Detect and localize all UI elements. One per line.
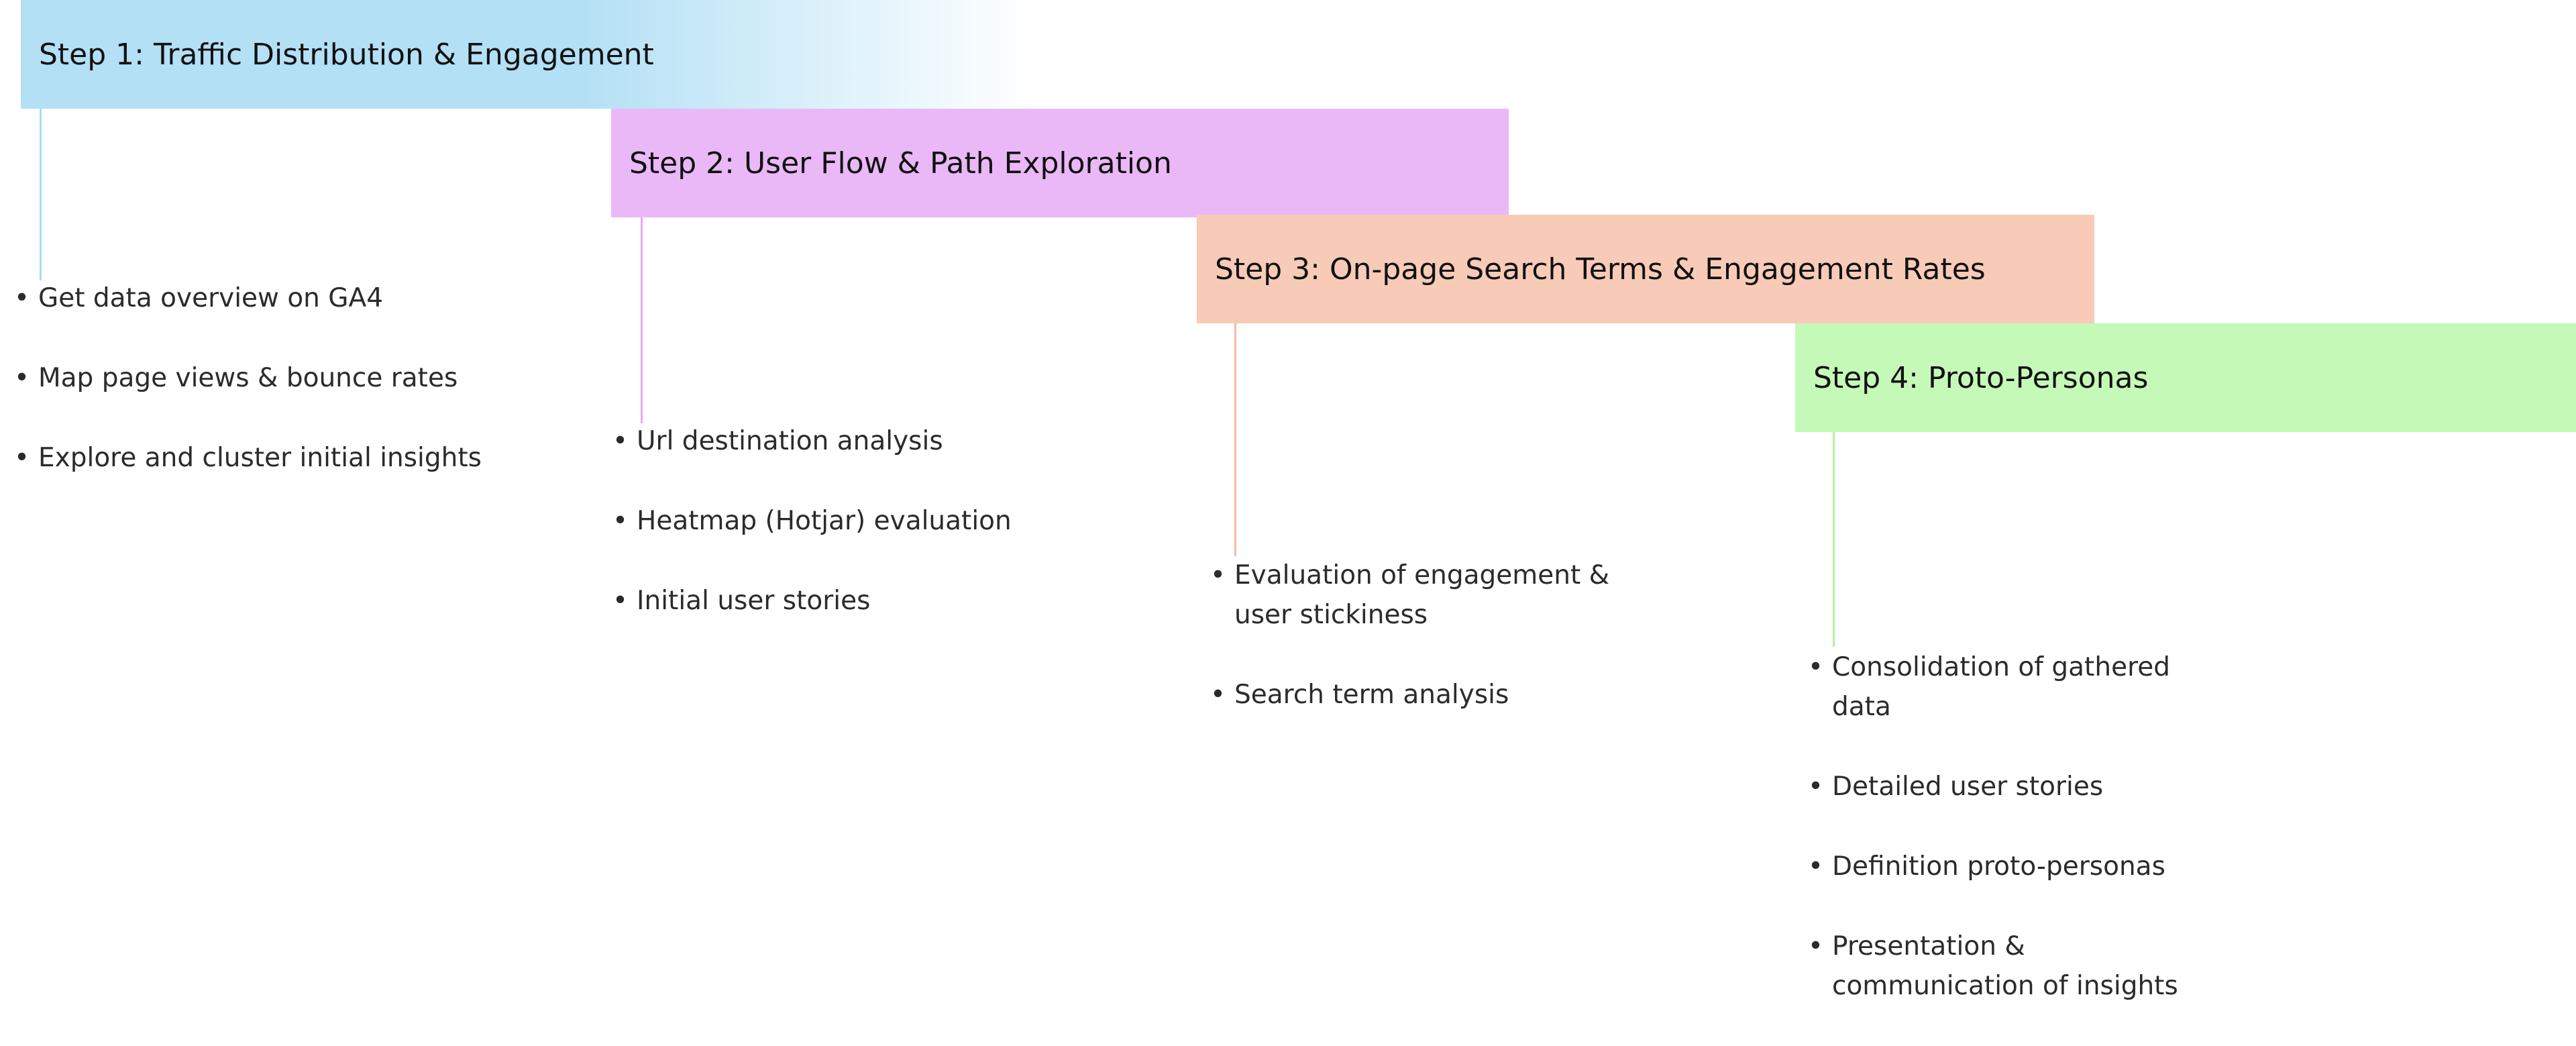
- step-3-task-item: • Search term analysis: [1210, 675, 1626, 715]
- step-2-task-label: Heatmap (Hotjar) evaluation: [637, 506, 1012, 536]
- step-2-header: Step 2: User Flow & Path Exploration: [611, 109, 1509, 217]
- step-3-task-label: Evaluation of engagement & user stickine…: [1234, 560, 1610, 630]
- step-1-task-item: • Map page views & bounce rates: [14, 358, 604, 398]
- step-2-task-list: • Url destination analysis • Heatmap (Ho…: [612, 421, 1216, 661]
- step-4-task-label: Presentation & communication of insights: [1832, 931, 2178, 1001]
- step-3-header: Step 3: On-page Search Terms & Engagemen…: [1197, 215, 2094, 323]
- step-4-task-item: • Consolidation of gathered data: [1808, 647, 2224, 727]
- step-1-task-label: Map page views & bounce rates: [38, 363, 458, 393]
- bullet-icon: •: [1808, 931, 1824, 961]
- bullet-icon: •: [612, 586, 629, 616]
- step-1-task-list: • Get data overview on GA4 • Map page vi…: [14, 278, 604, 518]
- step-4-task-item: • Definition proto-personas: [1808, 847, 2224, 886]
- step-2-task-label: Initial user stories: [637, 586, 871, 616]
- bullet-icon: •: [1808, 652, 1824, 682]
- step-4-task-label: Detailed user stories: [1832, 772, 2104, 802]
- step-4-task-item: • Detailed user stories: [1808, 767, 2224, 806]
- step-4-task-label: Definition proto-personas: [1832, 851, 2165, 882]
- bullet-icon: •: [1210, 680, 1226, 710]
- step-3-task-list: • Evaluation of engagement & user sticki…: [1210, 556, 1626, 755]
- step-3-task-label: Search term analysis: [1234, 680, 1509, 710]
- bullet-icon: •: [14, 363, 30, 393]
- step-1-task-item: • Explore and cluster initial insights: [14, 438, 604, 478]
- step-3-task-item: • Evaluation of engagement & user sticki…: [1210, 556, 1626, 635]
- bullet-icon: •: [14, 283, 30, 313]
- bullet-icon: •: [1808, 772, 1824, 802]
- step-2-title: Step 2: User Flow & Path Exploration: [629, 146, 1172, 180]
- step-1-connector-line: [40, 109, 42, 280]
- step-4-header: Step 4: Proto-Personas: [1795, 323, 2576, 432]
- step-2-connector-line: [641, 217, 643, 423]
- step-1-title: Step 1: Traffic Distribution & Engagemen…: [39, 37, 654, 72]
- step-4-task-list: • Consolidation of gathered data • Detai…: [1808, 647, 2224, 1046]
- bullet-icon: •: [612, 426, 629, 456]
- bullet-icon: •: [14, 443, 30, 473]
- step-1-task-label: Get data overview on GA4: [38, 283, 384, 313]
- step-2-task-item: • Url destination analysis: [612, 421, 1216, 461]
- bullet-icon: •: [1808, 851, 1824, 882]
- step-4-task-item: • Presentation & communication of insigh…: [1808, 927, 2224, 1006]
- step-4-task-label: Consolidation of gathered data: [1832, 652, 2170, 722]
- step-1-header: Step 1: Traffic Distribution & Engagemen…: [21, 0, 1033, 109]
- step-1-task-item: • Get data overview on GA4: [14, 278, 604, 318]
- step-2-task-item: • Initial user stories: [612, 581, 1216, 621]
- step-1-task-label: Explore and cluster initial insights: [38, 443, 482, 473]
- step-2-task-item: • Heatmap (Hotjar) evaluation: [612, 501, 1216, 541]
- step-3-connector-line: [1234, 323, 1236, 556]
- step-4-title: Step 4: Proto-Personas: [1813, 360, 2149, 395]
- step-4-connector-line: [1833, 432, 1835, 647]
- step-3-title: Step 3: On-page Search Terms & Engagemen…: [1215, 252, 1986, 286]
- bullet-icon: •: [612, 506, 629, 536]
- step-2-task-label: Url destination analysis: [637, 426, 943, 456]
- bullet-icon: •: [1210, 560, 1226, 590]
